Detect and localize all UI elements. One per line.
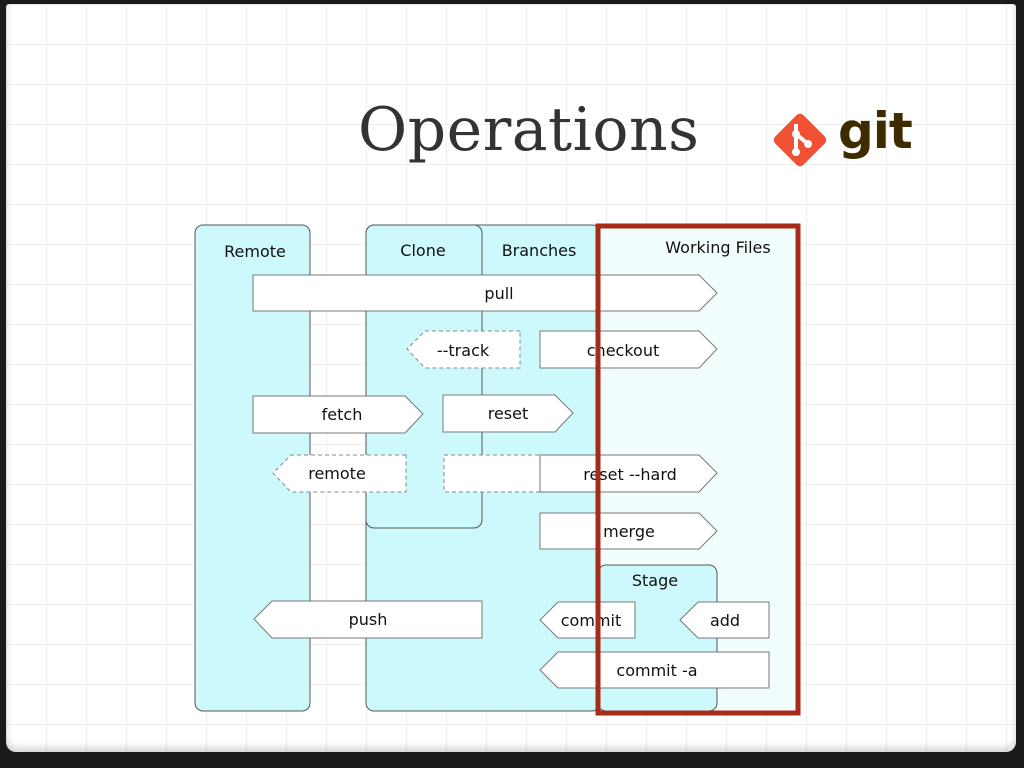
branches-label: Branches xyxy=(502,241,577,260)
add-label: add xyxy=(710,611,740,630)
reset-hard-dashed-extension xyxy=(443,454,541,493)
track-arrow xyxy=(406,330,521,369)
merge-label: merge xyxy=(603,522,655,541)
merge-arrow xyxy=(539,512,718,550)
reset-hard-label: reset --hard xyxy=(583,465,677,484)
reset-hard-arrow xyxy=(539,454,718,493)
push-arrow xyxy=(253,600,483,639)
add-arrow xyxy=(679,601,770,639)
remote-op-label: remote xyxy=(308,464,366,483)
push-label: push xyxy=(349,610,388,629)
reset-arrow xyxy=(442,394,574,433)
pull-arrow xyxy=(252,274,718,312)
reset-label: reset xyxy=(488,404,529,423)
clone-label: Clone xyxy=(400,241,445,260)
fetch-label: fetch xyxy=(322,405,363,424)
pull-label: pull xyxy=(484,284,513,303)
git-logo: git xyxy=(770,106,913,172)
git-logo-icon xyxy=(773,113,827,167)
fetch-arrow xyxy=(252,395,424,434)
git-logo-text: git xyxy=(838,102,913,160)
slide-title: Operations xyxy=(358,95,700,165)
remote-label: Remote xyxy=(224,242,286,261)
checkout-label: checkout xyxy=(587,341,659,360)
working-files-label: Working Files xyxy=(665,238,770,257)
commit-label: commit xyxy=(561,611,621,630)
working-files-highlight-frame xyxy=(595,223,801,716)
checkout-arrow xyxy=(539,330,718,369)
commit-a-label: commit -a xyxy=(616,661,697,680)
stage-label: Stage xyxy=(632,571,678,590)
commit-arrow xyxy=(539,601,636,639)
track-label: --track xyxy=(437,341,490,360)
remote-arrow xyxy=(272,454,407,493)
